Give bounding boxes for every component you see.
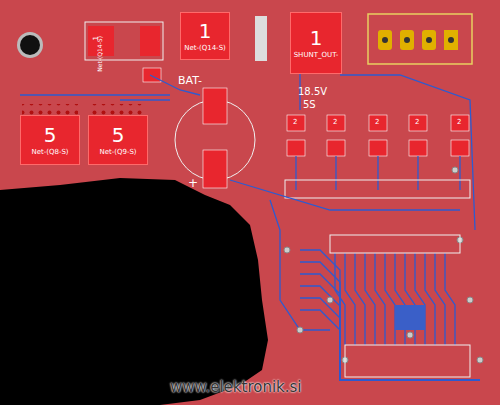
smd-pad (140, 26, 160, 56)
ic-outline (330, 235, 460, 253)
silkscreen-label: 2 (375, 118, 379, 126)
battery-pad (203, 150, 227, 188)
copper-pad: 5Net-(Q9-S) (88, 115, 148, 165)
silkscreen-label: Net-(Q14-S) (96, 36, 103, 72)
ic-outline (345, 345, 470, 377)
silkscreen-label: 2 (293, 118, 297, 126)
smd-pad (143, 68, 161, 82)
board-cutout (0, 178, 268, 405)
silkscreen-label: 2 (333, 118, 337, 126)
pad-number: 5 (112, 124, 125, 146)
net-name: Net-(Q9-S) (99, 148, 136, 157)
watermark: www.elektronik.si (170, 378, 302, 396)
copper-pad: 1Net-(Q14-S) (180, 12, 230, 60)
slot (255, 16, 267, 61)
battery-pad (203, 88, 227, 124)
resistor-row (285, 115, 470, 198)
vias (284, 167, 483, 363)
silkscreen-label: 2 (415, 118, 419, 126)
silkscreen-label: + (188, 176, 198, 190)
copper-pad: 5Net-(Q8-S) (20, 115, 80, 165)
connector-outline (368, 14, 472, 64)
mounting-hole (17, 32, 43, 58)
connector-pins (378, 30, 458, 50)
ground-pad (395, 305, 425, 330)
pad-number: 1 (199, 20, 212, 42)
copper-traces (20, 70, 480, 380)
net-name: Net-(Q8-S) (31, 148, 68, 157)
pad-number: 1 (310, 27, 323, 49)
copper-pad: 1SHUNT_OUT- (290, 12, 342, 74)
mounting-hole-drill (20, 35, 40, 55)
silkscreen-label: 2 (457, 118, 461, 126)
silkscreen-label: 18.5V (298, 86, 327, 97)
net-name: SHUNT_OUT- (294, 51, 339, 60)
net-name: Net-(Q14-S) (184, 44, 226, 53)
silkscreen-label: BAT- (178, 74, 202, 87)
silkscreen-label: 5S (303, 99, 316, 110)
pad-number: 5 (44, 124, 57, 146)
